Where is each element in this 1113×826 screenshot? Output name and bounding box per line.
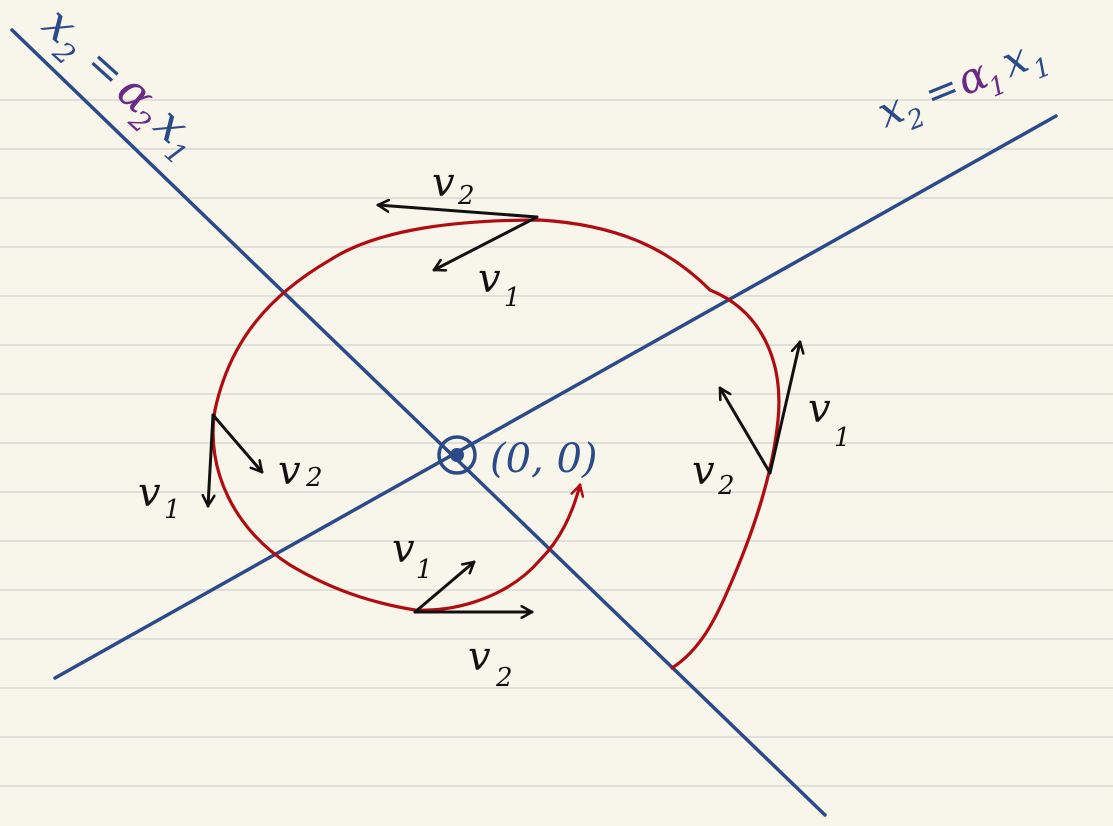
- vector-label-v1-right: v 1: [808, 386, 851, 453]
- svg-text:2: 2: [305, 463, 323, 493]
- vector-v2-right: [718, 386, 772, 475]
- svg-text:2: 2: [717, 471, 735, 501]
- vector-label-v2-right: v 2: [692, 448, 735, 501]
- svg-text:1: 1: [164, 495, 181, 525]
- vector-label-v1-top: v 1: [478, 256, 521, 313]
- eigenline-alpha2: [10, 28, 827, 817]
- svg-text:v: v: [278, 448, 301, 494]
- vector-v1-top: [432, 215, 539, 270]
- svg-text:v: v: [478, 256, 501, 302]
- vector-label-v2-top: v 2: [432, 160, 475, 211]
- vector-label-v1-left: v 1: [138, 470, 181, 525]
- vector-v2-left: [211, 413, 264, 474]
- vector-label-v2-left: v 2: [278, 448, 323, 494]
- notebook-rule-lines: [0, 99, 1113, 787]
- svg-text:2: 2: [457, 181, 475, 211]
- vector-v1-left: [208, 413, 213, 508]
- svg-text:v: v: [468, 634, 491, 680]
- vector-v2-top: [376, 205, 539, 219]
- label-subscript: 1: [1029, 52, 1056, 86]
- svg-text:v: v: [432, 160, 455, 206]
- svg-text:1: 1: [504, 283, 521, 313]
- svg-text:2: 2: [495, 663, 513, 693]
- vector-label-v2-bottom: v 2: [468, 634, 513, 693]
- svg-text:v: v: [138, 470, 161, 516]
- vector-v1-right: [768, 340, 800, 475]
- origin-label: (0, 0): [490, 436, 598, 482]
- origin-marker: [437, 435, 477, 475]
- vector-label-v1-bottom: v 1: [392, 526, 433, 585]
- svg-text:v: v: [808, 386, 831, 432]
- svg-text:v: v: [692, 448, 715, 494]
- svg-text:v: v: [392, 526, 415, 572]
- svg-text:1: 1: [834, 423, 851, 453]
- vector-v1-bottom: [413, 560, 476, 614]
- equation-label-alpha2: x 2 = α 2 x 1: [33, 0, 200, 172]
- equation-label-alpha1: x 2 = α 1 x 1: [870, 33, 1056, 138]
- eigenline-alpha1: [53, 114, 1058, 680]
- svg-text:1: 1: [416, 555, 433, 585]
